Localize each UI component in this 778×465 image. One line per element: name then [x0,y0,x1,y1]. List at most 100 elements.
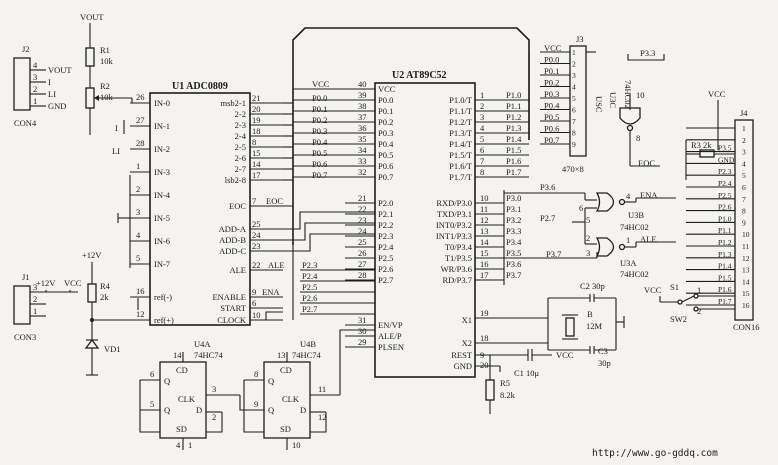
u3c-eoc: EOC [638,158,655,168]
u3b-body [595,192,615,212]
u2-pin-name: GND [454,361,472,371]
j4-pin-num: 15 [742,289,750,298]
j4-net-label: P1.5 [718,273,732,282]
u2-pin-num: 30 [358,326,367,336]
u3c-pin-in: 10 [636,90,645,100]
u3a-net-out: ALE [640,234,657,244]
u1-pin-num: 21 [252,93,261,103]
u2-pin-num: 13 [480,226,489,236]
u1-pin-num: 27 [136,115,145,125]
u2-pin-name: REST [451,350,473,360]
u1-pin-name: IN-3 [154,167,170,177]
j4-net-label: P1.0 [718,214,732,223]
u2-pin-name: P2.3 [378,231,393,241]
u2-pin-num: 7 [480,156,484,166]
svg-text:CD: CD [280,365,292,375]
j3-net-label: VCC [544,43,562,53]
j1-pin-3: 3 [33,282,37,292]
adc-data-bus: P0.0P0.1P0.2P0.3P0.4P0.5P0.6P0.7EOCALEEN… [250,93,375,315]
u2-pin-name: P2.5 [378,253,393,263]
u1-pin-name: START [220,303,247,313]
svg-text:11: 11 [318,384,326,394]
adda-wire [250,211,375,230]
u1-pin-num: 19 [252,115,261,125]
u2-pin-name: P2.0 [378,198,393,208]
svg-text:CLK: CLK [178,394,196,404]
u2-pin-name: EN/VP [378,320,403,330]
svg-text:D: D [196,405,202,415]
r4-value: 2k [100,292,109,302]
u2-pin-num: 11 [480,204,488,214]
adc-bus-label: P0.3 [312,126,327,136]
u4b-part: 74HC74 [292,350,322,360]
j4-pin-num: 14 [742,277,750,286]
j3-part: USC [594,96,604,113]
gate-u3b: P3.6 6 5 4 ENA U3B 74HC02 [504,182,676,232]
u2-pin-num: 16 [480,259,489,269]
u2-pin-name: P0.6 [378,161,393,171]
p3-net-label: P3.1 [506,204,521,214]
vout-label: VOUT [80,12,104,22]
u2-pin-name: T0/P3.4 [445,242,473,252]
c2-label: C2 30p [580,281,605,291]
u1-pin-name: ALE [229,265,246,275]
j1-body [13,285,31,325]
u2-pin-name: P0.1 [378,106,393,116]
u3a-part: 74HC02 [620,269,649,279]
j2-net-li: LI [48,89,56,99]
j2-pin-2: 2 [33,84,37,94]
svg-text:Q: Q [268,376,274,386]
u3b-pin-5: 5 [586,215,590,225]
connector-j1: J1 3 2 1 +12V VCC CON3 [13,272,82,342]
u2-pin-name: VCC [378,84,396,94]
svg-text:13: 13 [277,350,286,360]
u2-pin-name: P1.6/T [449,161,473,171]
j2-pin-3: 3 [33,72,37,82]
u2-pin-num: 33 [358,156,367,166]
u1-pin-num: 5 [136,253,140,263]
u4a-part: 74HC74 [194,350,224,360]
u1-pin-num: 3 [136,207,140,217]
j3-pin-num: 5 [572,94,576,103]
u2-pin-num: 26 [358,248,367,258]
u3-shared-net: P2.7 [540,213,555,223]
u2-pin-num: 2 [480,101,484,111]
u3b-part: 74HC02 [620,222,649,232]
u2-pin-num: 21 [358,193,367,203]
u2-pin-name: P2.1 [378,209,393,219]
r1-value: 10k [100,56,114,66]
svg-text:1: 1 [188,440,192,450]
j4-net-label: P1.7 [718,297,732,306]
adc-bus-label: P0.4 [312,137,328,147]
u2-pin-num: 29 [358,337,367,347]
p1-net-label: P1.1 [506,101,521,111]
u2-pin-name: INT0/P3.2 [436,220,472,230]
j4-net-label: P1.3 [718,250,732,259]
u1-pin-name: ADD-B [219,235,246,245]
j3-pin-num: 7 [572,117,576,126]
u1-pin-num: 9 [252,287,256,297]
j3-net-label: P0.3 [544,89,559,99]
j1-label: CON3 [14,332,36,342]
u1-pin-name: ref(+) [154,315,174,325]
svg-text:CD: CD [176,365,188,375]
j2-label: CON4 [14,118,37,128]
j3-net-label: P0.0 [544,55,559,65]
u3c-body [619,107,641,125]
svg-text:2: 2 [212,412,216,422]
adc-bus-label: P0.7 [312,170,327,180]
adc-bus-label: P0.6 [312,159,327,169]
j3-net-label: P0.1 [544,66,559,76]
u3c-part: 74HC02 [623,80,633,109]
p2-bus-label: P2.4 [302,271,318,281]
adc-bus-label: P0.5 [312,148,327,158]
u2-body [374,82,476,378]
u4b-label: U4B [300,339,316,349]
p2-bus-label: P2.5 [302,282,317,292]
adc-bus-label: P0.1 [312,104,327,114]
u2-pin-name: P0.4 [378,139,394,149]
adc-eoc-label: EOC [266,196,283,206]
j4-body [734,119,754,321]
u1-pin-name: ENABLE [212,292,246,302]
addb-wire [250,222,375,241]
